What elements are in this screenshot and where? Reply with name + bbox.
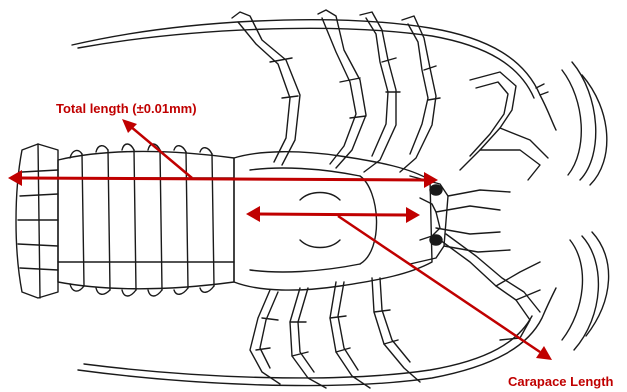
- antennules: [562, 62, 609, 350]
- tail-fan: [16, 144, 58, 298]
- lower-antenna: [78, 288, 556, 386]
- upper-cheliped: [460, 72, 548, 180]
- carapace-length-label: Carapace Length: [508, 374, 613, 389]
- carapace: [234, 152, 432, 290]
- lower-cheliped: [440, 234, 540, 340]
- upper-legs: [232, 10, 440, 172]
- abdomen: [58, 144, 234, 296]
- eyes: [430, 185, 442, 245]
- total-length-label: Total length (±0.01mm): [56, 101, 197, 116]
- lower-legs: [250, 278, 420, 388]
- head: [410, 176, 510, 264]
- lobster-drawing: [16, 10, 609, 388]
- total-length-arrow: [8, 170, 438, 188]
- carapace-length-arrow: [246, 206, 420, 223]
